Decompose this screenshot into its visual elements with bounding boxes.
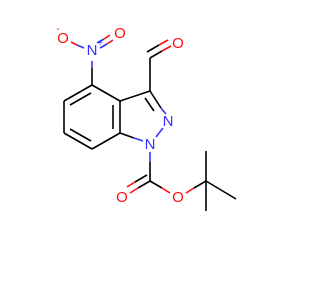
atom-labels: N + O - O O N N O O: [56, 24, 184, 206]
bond-c3-n2: [149, 90, 162, 109]
bond-ester-tbu-red: [185, 187, 195, 194]
ester-o-label: O: [172, 189, 184, 206]
bond-nitro-o-double-o2: [103, 34, 111, 40]
bond-c7-c7a: [91, 132, 121, 150]
nitro-o-label: O: [114, 25, 126, 42]
aldehyde-o-label: O: [172, 35, 184, 52]
bond-carbonyl-o-inner: [134, 174, 148, 183]
ring-n2-label: N: [163, 113, 174, 130]
nitro-o-minus-charge: -: [56, 24, 59, 35]
bond-tbu-methyl-right: [205, 180, 237, 200]
molecule-structure: N + O - O O N N O O: [56, 24, 237, 211]
bond-c4-c5: [63, 84, 93, 102]
bond-c3-n2-n: [160, 107, 167, 115]
bond-nitro-o-double-n2: [96, 38, 105, 44]
bond-carbonyl-ester: [149, 180, 163, 189]
nitro-n-charge: +: [97, 38, 103, 49]
bond-carbonyl-o-inner-red: [126, 181, 136, 188]
bond-nitro-o-minus-o: [70, 41, 78, 46]
bond-nitro-o-double-o: [106, 39, 114, 45]
carbonyl-o-label: O: [116, 189, 128, 206]
bond-ester-tbu: [193, 180, 207, 189]
bond-cho-o: [149, 50, 163, 59]
bond-cho-o-inner: [146, 44, 160, 53]
bond-c4-c5-inner: [69, 92, 92, 106]
bond-nitro-o-minus-n: [76, 44, 85, 49]
nitro-n-label: N: [87, 42, 98, 59]
bond-carbonyl-ester-red: [161, 187, 171, 194]
bond-n1-c7a-n: [133, 137, 144, 142]
bond-nitro-o-double-n: [99, 43, 108, 49]
bond-c3-n2-inner: [144, 97, 155, 112]
bond-c3a-c4: [91, 84, 121, 102]
bond-cho-o-inner-red: [158, 39, 169, 46]
ring-n1-label: N: [145, 136, 156, 153]
bond-n2-n1: [155, 127, 164, 138]
bonds: [63, 34, 237, 211]
bond-c3a-c3: [119, 90, 151, 102]
bond-carbonyl-o: [137, 180, 151, 189]
bond-cho-o-red: [161, 45, 172, 52]
bond-c6-c7: [63, 132, 93, 150]
bond-n1-c7a: [119, 132, 135, 139]
bond-carbonyl-o-red: [129, 187, 139, 194]
nitro-o-minus-label: O: [57, 30, 69, 47]
bond-c6-c7-inner: [69, 128, 92, 142]
